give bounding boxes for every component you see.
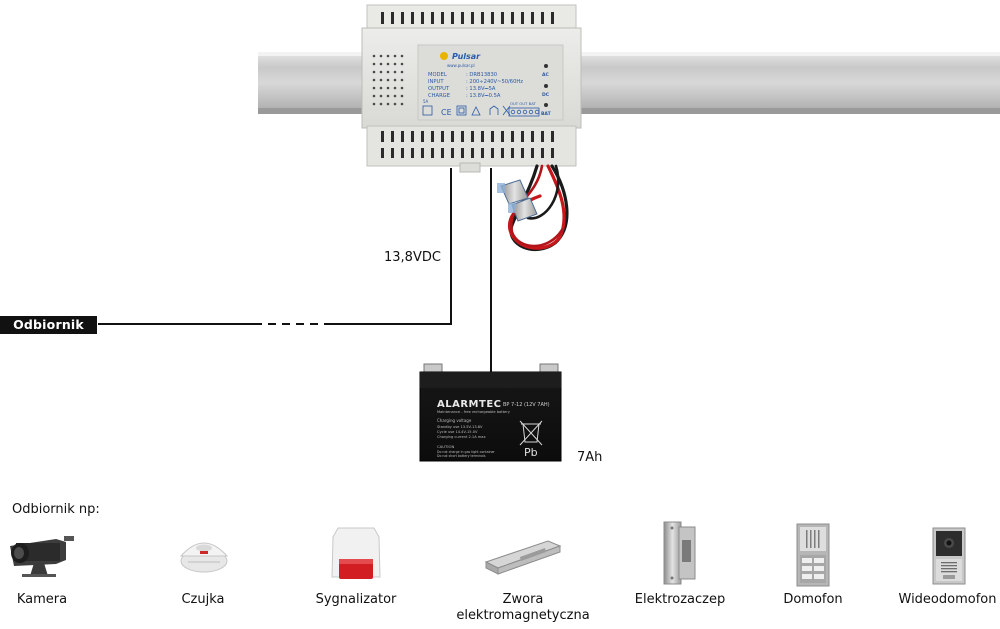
power-supply-unit: Pulsar www.pulsar.pl MODEL : DRB13830 IN… [361,4,582,173]
battery-brand: ALARMTEC [437,399,502,410]
psu-side-grille [372,54,404,106]
psu-logo: Pulsar www.pulsar.pl [440,52,481,68]
battery-model: BP 7-12 (12V 7AH) [503,402,550,408]
terminal-labels: OUT OUT BAT [510,101,536,106]
wiring [98,168,492,372]
output-voltage-label: 13,8VDC [384,250,441,265]
siren-icon [331,527,381,579]
camera-icon [10,536,74,577]
smoke-detector-icon [179,542,229,573]
receiver-label-magnetic-lock: Zwora elektromagnetyczna [446,592,600,624]
video-intercom-icon [932,527,966,585]
psu-spec-key: INPUT [428,79,444,85]
psu-top-vents [381,12,554,24]
receiver-label-detector: Czujka [181,592,225,607]
receiver-label-electric-strike: Elektrozaczep [634,592,726,607]
psu-website: www.pulsar.pl [447,63,475,68]
led-label-ac: AC [542,72,549,78]
receiver-label-camera: Kamera [16,592,68,607]
receiver-label-line: Zwora [502,592,544,607]
battery-caution: CAUTION [437,444,454,449]
receiver-label-intercom: Domofon [783,592,843,607]
psu-brand: Pulsar [452,52,481,61]
receiver-label-line: elektromagnetyczna [456,608,590,623]
receiver-label-video-intercom: Wideodomofon [898,592,997,607]
battery-terminal-connectors [497,179,538,222]
intercom-icon [796,523,830,587]
receiver-tag: Odbiornik [0,316,97,334]
battery-subtitle: Maintenance - free rechargeable battery [437,410,511,414]
battery-pb-label: Pb [524,446,538,459]
psu-din-clip [459,162,481,173]
battery-charging-title: Charging voltage [437,418,472,423]
psu-spec-key: OUTPUT [428,86,450,92]
battery-charging-line: Cycle use 14.4V-15.0V [437,430,478,434]
led-label-bat: BAT [541,111,552,117]
battery-caution-line: Do not short battery terminals [437,454,486,458]
psu-spec-key: MODEL [428,72,447,78]
psu-bottom-vents [381,131,554,158]
psu-status-leds: AC DC BAT [541,64,552,117]
electric-strike-icon [663,521,696,585]
magnetic-lock-icon [484,540,562,575]
recycle-bin-icon [519,420,543,446]
battery-charging-line: Charging current 2.1A max [437,435,487,439]
psu-spec-value: : DRB13830 [466,72,497,78]
receivers-heading: Odbiornik np: [12,502,100,517]
psu-spec-key: CHARGE [428,93,450,99]
battery-charging-line: Standby use 13.5V-13.8V [437,425,483,429]
battery: ALARMTEC BP 7-12 (12V 7AH) Maintenance -… [419,363,562,462]
psu-spec-value: : 200÷240V~50/60Hz [466,79,523,85]
dc-output-wire [332,168,452,325]
led-label-dc: DC [542,92,550,98]
ce-mark-icon: CE [441,108,452,117]
fuse-label: 5A [423,99,429,104]
psu-spec-value: : 13.8V⎓5A [466,86,496,92]
psu-spec-value: : 13.8V⎓0.5A [466,93,501,99]
psu-spec-plate: MODEL : DRB13830 INPUT : 200÷240V~50/60H… [428,72,523,99]
battery-capacity-label: 7Ah [577,450,603,465]
battery-caution-line: Do not charge in gas tight container [437,450,495,454]
psu-cert-marks: 5A CE OUT OUT BAT [422,99,540,117]
receiver-label-siren: Sygnalizator [315,592,397,607]
